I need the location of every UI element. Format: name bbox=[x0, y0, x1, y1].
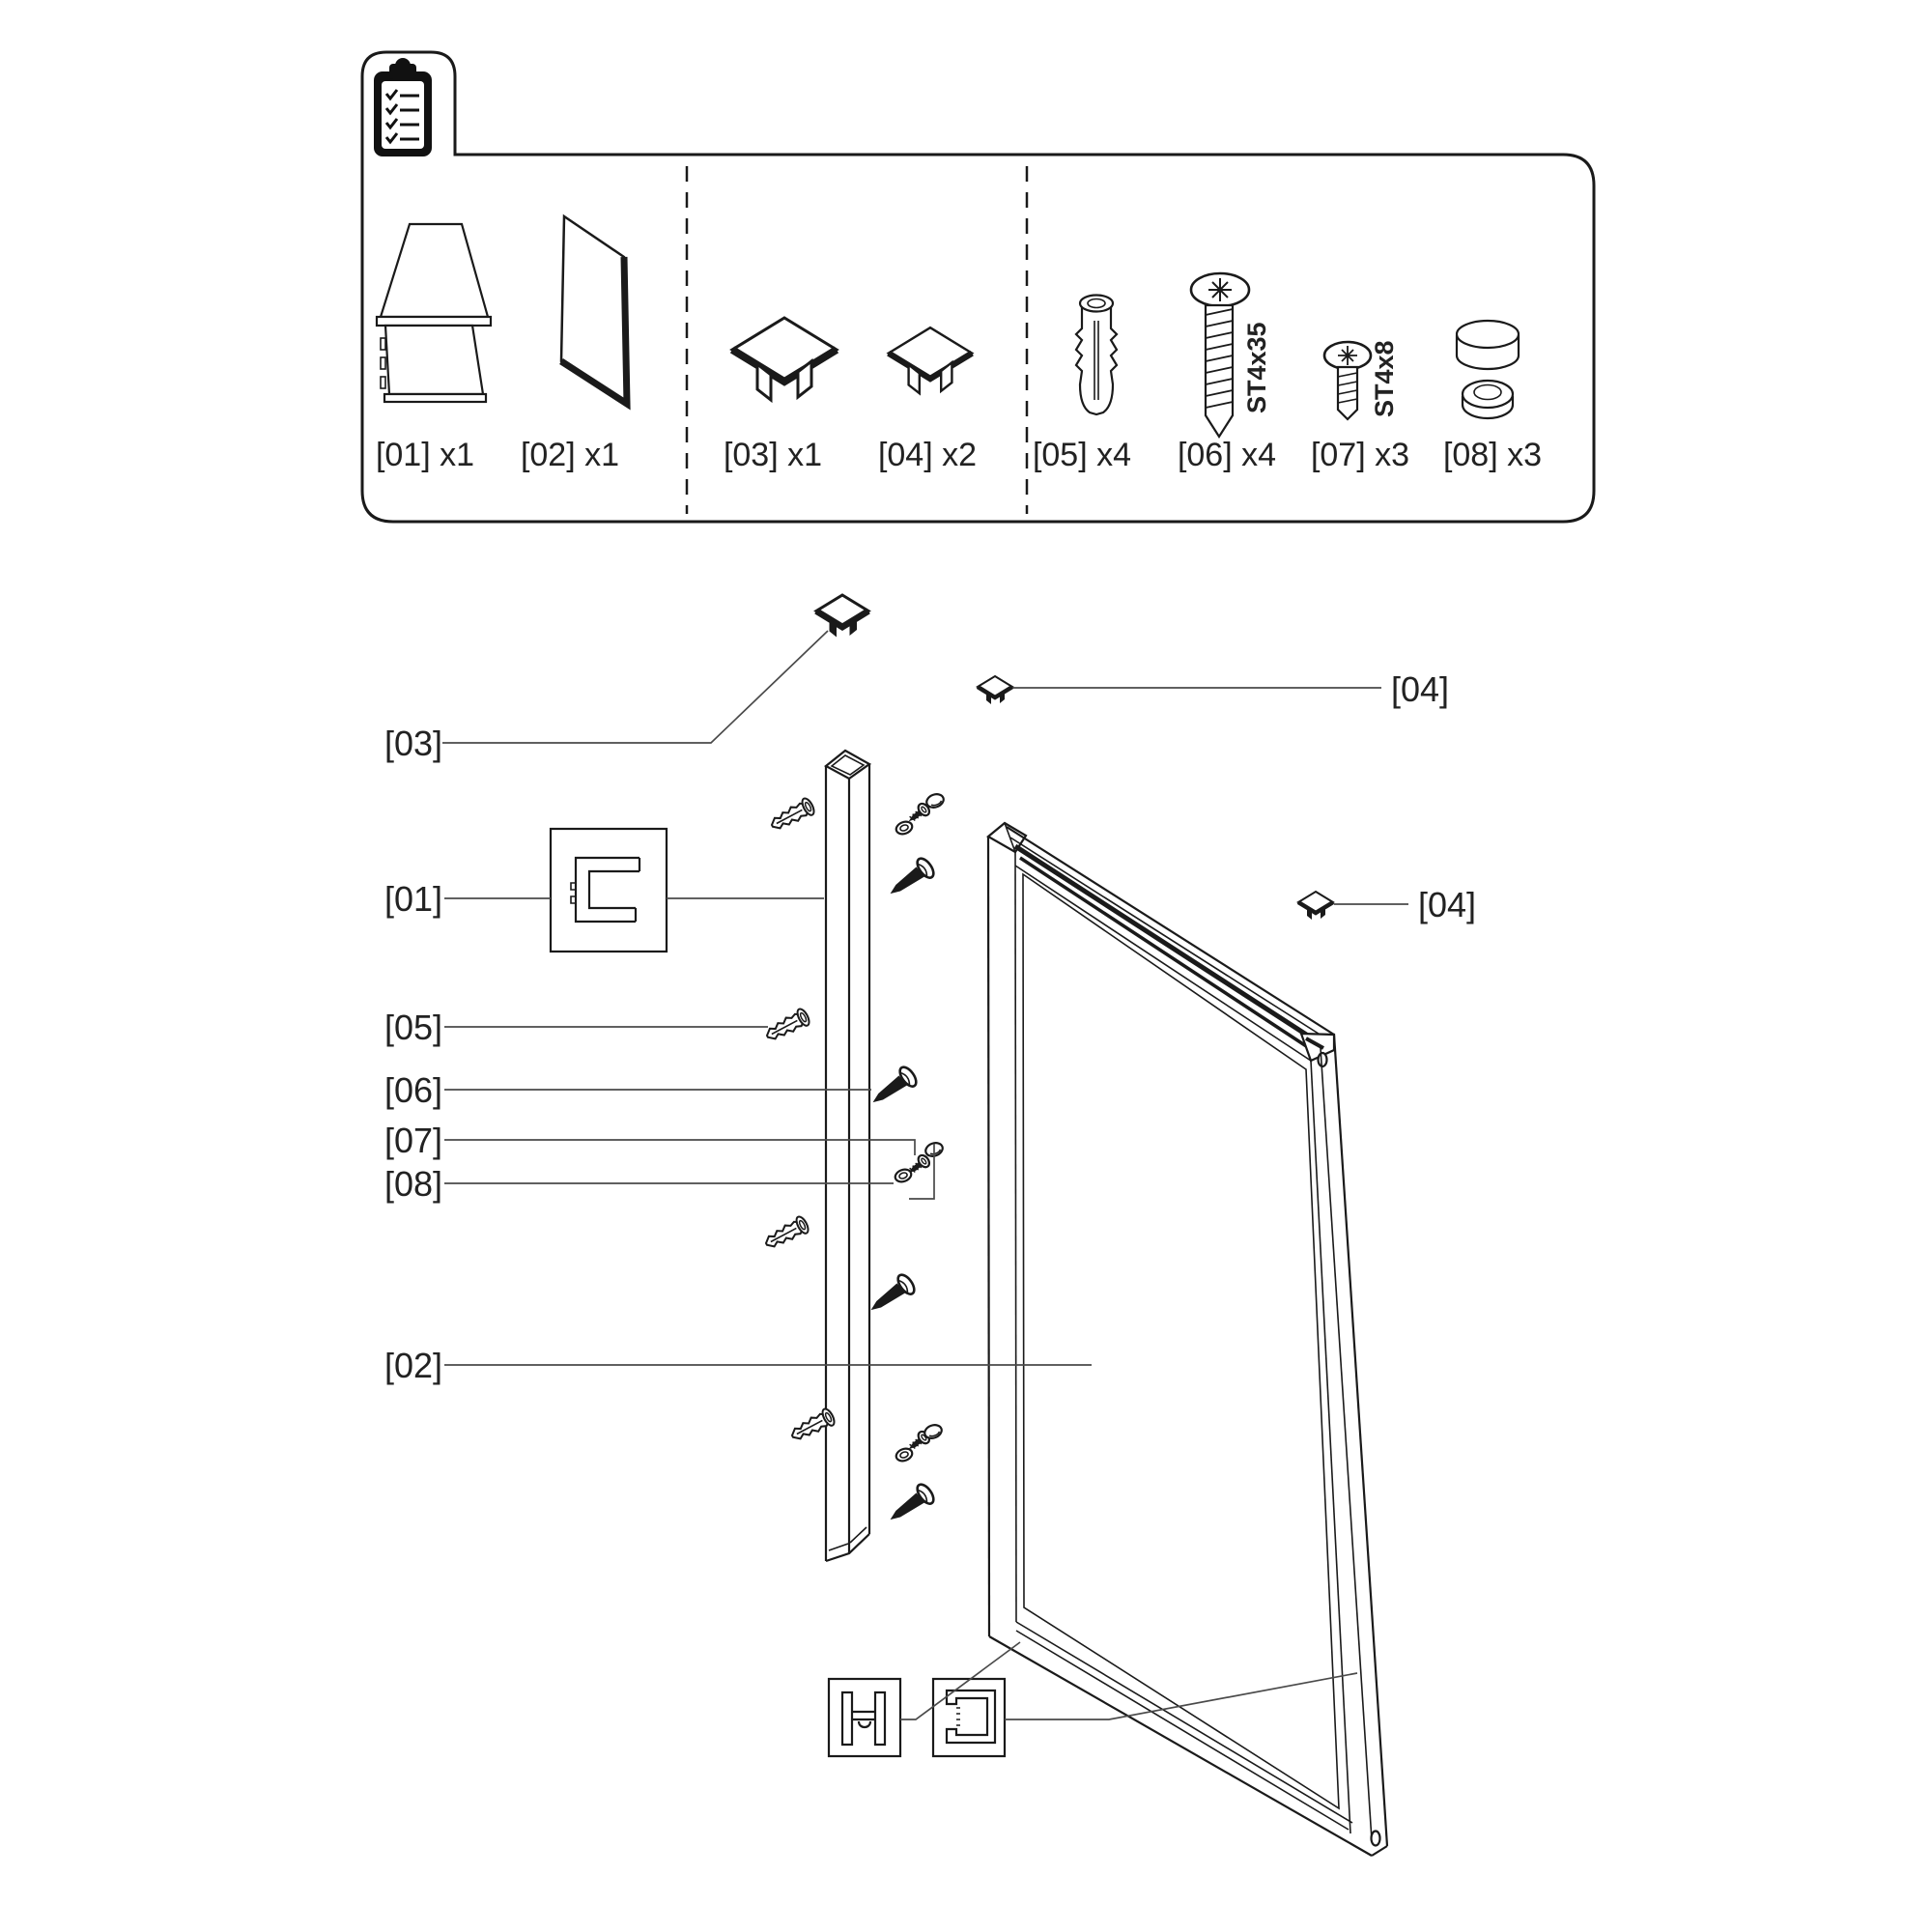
mounting-hardware bbox=[760, 790, 947, 1530]
part-06-qty-label: [06] x4 bbox=[1178, 437, 1276, 473]
part-05-anchor-drawing bbox=[1074, 294, 1119, 416]
callout-04-top: [04] bbox=[1391, 669, 1449, 709]
part-07-screw-drawing: ST4x8 bbox=[1322, 340, 1399, 421]
ring-washer-icon bbox=[893, 818, 916, 838]
mirror-glass-panel bbox=[1022, 872, 1340, 1810]
part-08-qty-label: [08] x3 bbox=[1443, 437, 1542, 473]
callout-labels: [03] [01] [05] [06] [07] [08] [02] [04] … bbox=[384, 669, 1476, 1385]
callout-04-side: [04] bbox=[1418, 885, 1476, 924]
end-cap-03 bbox=[816, 595, 868, 638]
mirror-frame bbox=[986, 821, 1389, 1857]
callout-07: [07] bbox=[384, 1121, 442, 1160]
glazing-gasket-strip bbox=[1013, 843, 1332, 1053]
callout-01: [01] bbox=[384, 879, 442, 919]
wall-anchor-icon bbox=[786, 1406, 838, 1446]
part-04-qty-label: [04] x2 bbox=[878, 437, 977, 473]
part-01-qty-label: [01] x1 bbox=[376, 437, 474, 473]
stile-profile-detail-box bbox=[931, 1677, 1007, 1758]
callout-leaders bbox=[442, 630, 1408, 1720]
mounting-screw-icon bbox=[882, 854, 938, 904]
part-05-qty-label: [05] x4 bbox=[1033, 437, 1131, 473]
end-cap-04-top bbox=[978, 676, 1012, 704]
part-02-panel-drawing bbox=[559, 213, 631, 411]
screw-size-st4x8: ST4x8 bbox=[1370, 340, 1399, 417]
callout-02: [02] bbox=[384, 1346, 442, 1385]
ring-washer-icon bbox=[893, 1445, 916, 1464]
screw-size-st4x35: ST4x35 bbox=[1242, 322, 1271, 413]
part-08-cap-drawing bbox=[1455, 319, 1520, 420]
wall-anchor-icon bbox=[760, 1213, 811, 1254]
part-07-qty-label: [07] x3 bbox=[1311, 437, 1409, 473]
mounting-screw-icon bbox=[863, 1270, 919, 1321]
cap-group-bracket bbox=[909, 1144, 935, 1200]
frame-profile-detail-box bbox=[827, 1677, 902, 1758]
ring-washer-icon bbox=[892, 1166, 915, 1185]
inventory-panel-border bbox=[360, 50, 1596, 524]
part-06-screw-drawing: ST4x35 bbox=[1189, 271, 1271, 440]
part-03-qty-label: [03] x1 bbox=[724, 437, 822, 473]
rail-profile-detail-box bbox=[549, 827, 668, 953]
wall-anchor-icon bbox=[761, 1006, 812, 1046]
part-04-cap-drawing bbox=[889, 327, 972, 393]
callout-03: [03] bbox=[384, 724, 442, 763]
end-cap-04-side bbox=[1298, 892, 1333, 920]
wall-rail bbox=[824, 749, 872, 1563]
mounting-screw-icon bbox=[865, 1063, 921, 1113]
wall-anchor-icon bbox=[766, 795, 817, 836]
callout-08: [08] bbox=[384, 1164, 442, 1204]
callout-05: [05] bbox=[384, 1008, 442, 1047]
callout-06: [06] bbox=[384, 1070, 442, 1110]
part-01-rail-drawing bbox=[375, 222, 493, 404]
mounting-screw-icon bbox=[882, 1480, 938, 1530]
parts-inventory-panel: ST4x35 ST4x8 [01] x1 [02] x1 [03] x1 bbox=[360, 50, 1596, 524]
part-02-qty-label: [02] x1 bbox=[521, 437, 619, 473]
part-03-cap-drawing bbox=[732, 318, 837, 400]
checklist-clipboard-icon bbox=[374, 58, 432, 156]
